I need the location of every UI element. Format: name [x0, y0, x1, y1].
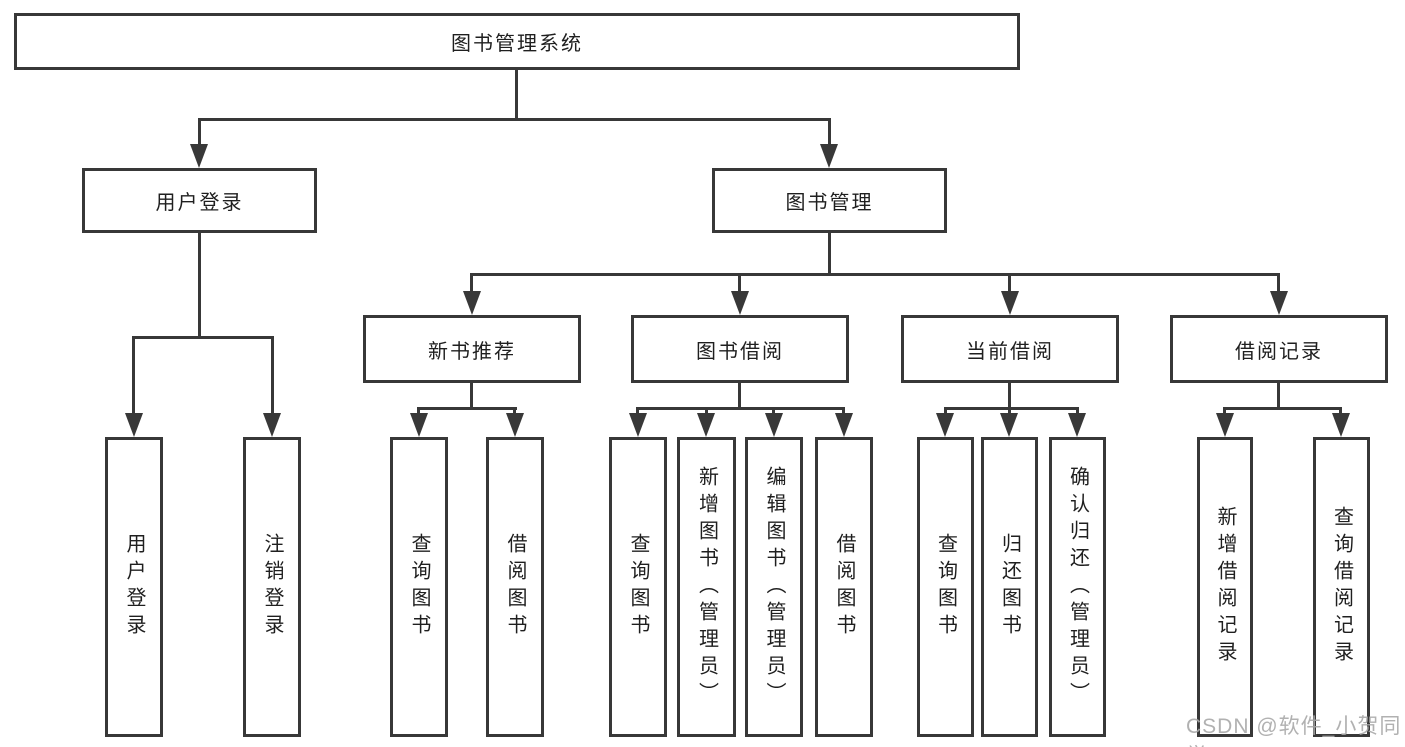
- leaf-recommend-borrow-books: 借阅图书: [486, 437, 544, 737]
- leaf-current-return-books: 归还图书: [981, 437, 1038, 737]
- connector-line: [1008, 407, 1011, 415]
- connector-line: [1223, 407, 1342, 410]
- arrowhead-down-icon: [731, 291, 749, 315]
- node-user-login-label: 用户登录: [155, 192, 244, 214]
- leaf-records-add-record: 新增借阅记录: [1197, 437, 1253, 737]
- arrowhead-down-icon: [463, 291, 481, 315]
- arrowhead-down-icon: [1000, 413, 1018, 437]
- node-book-borrow-label: 图书借阅: [696, 340, 784, 363]
- connector-line: [132, 336, 135, 415]
- arrowhead-down-icon: [835, 413, 853, 437]
- leaf-current-return-books-label: 归还图书: [998, 533, 1021, 641]
- leaf-records-add-record-label: 新增借阅记录: [1214, 506, 1236, 668]
- leaf-recommend-borrow-books-label: 借阅图书: [504, 533, 526, 641]
- connector-line: [1008, 273, 1011, 295]
- connector-line: [944, 407, 1079, 410]
- connector-line: [1339, 407, 1342, 415]
- node-borrow-records-label: 借阅记录: [1235, 340, 1323, 363]
- leaf-logout: 注销登录: [243, 437, 301, 737]
- leaf-borrow-edit-books-admin: 编辑图书（管理员）: [745, 437, 803, 737]
- arrowhead-down-icon: [1270, 291, 1288, 315]
- arrowhead-down-icon: [125, 413, 143, 437]
- connector-line: [1277, 273, 1280, 295]
- leaf-current-query-books-label: 查询图书: [934, 533, 957, 641]
- arrowhead-down-icon: [1216, 413, 1234, 437]
- node-root-system: 图书管理系统: [14, 13, 1020, 70]
- connector-line: [198, 118, 831, 121]
- leaf-records-query-record: 查询借阅记录: [1313, 437, 1370, 737]
- connector-line: [842, 407, 845, 415]
- connector-line: [772, 407, 775, 415]
- arrowhead-down-icon: [410, 413, 428, 437]
- node-new-book-recommend-label: 新书推荐: [428, 340, 516, 363]
- connector-line: [470, 273, 473, 295]
- csdn-watermark: CSDN @软件_小贺同学: [1186, 715, 1402, 747]
- arrowhead-down-icon: [506, 413, 524, 437]
- leaf-user-login-label: 用户登录: [123, 533, 145, 641]
- leaf-current-confirm-return-admin: 确认归还（管理员）: [1049, 437, 1106, 737]
- arrowhead-down-icon: [697, 413, 715, 437]
- node-book-management: 图书管理: [712, 168, 947, 233]
- connector-line: [132, 336, 274, 339]
- leaf-borrow-borrow-books-label: 借阅图书: [833, 533, 855, 641]
- node-book-management-label: 图书管理: [785, 192, 874, 214]
- leaf-user-login: 用户登录: [105, 437, 163, 737]
- arrowhead-down-icon: [936, 413, 954, 437]
- connector-line: [417, 407, 517, 410]
- connector-line: [417, 407, 420, 415]
- connector-line: [636, 407, 639, 415]
- arrowhead-down-icon: [765, 413, 783, 437]
- leaf-borrow-query-books-label: 查询图书: [627, 533, 649, 641]
- connector-line: [470, 273, 1280, 276]
- arrowhead-down-icon: [1068, 413, 1086, 437]
- connector-line: [738, 273, 741, 295]
- node-user-login: 用户登录: [82, 168, 317, 233]
- node-book-borrow: 图书借阅: [631, 315, 849, 383]
- connector-line: [828, 233, 831, 273]
- connector-line: [271, 336, 274, 415]
- connector-line: [515, 70, 518, 118]
- leaf-borrow-add-books-admin-label: 新增图书（管理员）: [695, 465, 718, 709]
- connector-line: [513, 407, 516, 415]
- node-current-borrow: 当前借阅: [901, 315, 1119, 383]
- connector-line: [1223, 407, 1226, 415]
- leaf-current-confirm-return-admin-label: 确认归还（管理员）: [1066, 465, 1089, 709]
- node-borrow-records: 借阅记录: [1170, 315, 1388, 383]
- arrowhead-down-icon: [629, 413, 647, 437]
- leaf-current-query-books: 查询图书: [917, 437, 974, 737]
- connector-line: [1277, 383, 1280, 407]
- connector-line: [705, 407, 708, 415]
- arrowhead-down-icon: [263, 413, 281, 437]
- connector-line: [1008, 383, 1011, 407]
- connector-line: [828, 118, 831, 148]
- connector-line: [944, 407, 947, 415]
- leaf-logout-label: 注销登录: [261, 533, 283, 641]
- arrowhead-down-icon: [1332, 413, 1350, 437]
- leaf-borrow-edit-books-admin-label: 编辑图书（管理员）: [763, 465, 785, 709]
- connector-line: [198, 233, 201, 336]
- arrowhead-down-icon: [1001, 291, 1019, 315]
- leaf-borrow-borrow-books: 借阅图书: [815, 437, 873, 737]
- node-new-book-recommend: 新书推荐: [363, 315, 581, 383]
- connector-line: [470, 383, 473, 407]
- leaf-recommend-query-books-label: 查询图书: [408, 533, 430, 641]
- connector-line: [636, 407, 845, 410]
- connector-line: [198, 118, 201, 148]
- node-current-borrow-label: 当前借阅: [966, 340, 1054, 363]
- arrowhead-down-icon: [820, 144, 838, 168]
- connector-line: [1076, 407, 1079, 415]
- node-root-system-label: 图书管理系统: [451, 33, 583, 55]
- leaf-borrow-query-books: 查询图书: [609, 437, 667, 737]
- leaf-recommend-query-books: 查询图书: [390, 437, 448, 737]
- arrowhead-down-icon: [190, 144, 208, 168]
- connector-line: [738, 383, 741, 407]
- leaf-borrow-add-books-admin: 新增图书（管理员）: [677, 437, 736, 737]
- leaf-records-query-record-label: 查询借阅记录: [1330, 506, 1353, 668]
